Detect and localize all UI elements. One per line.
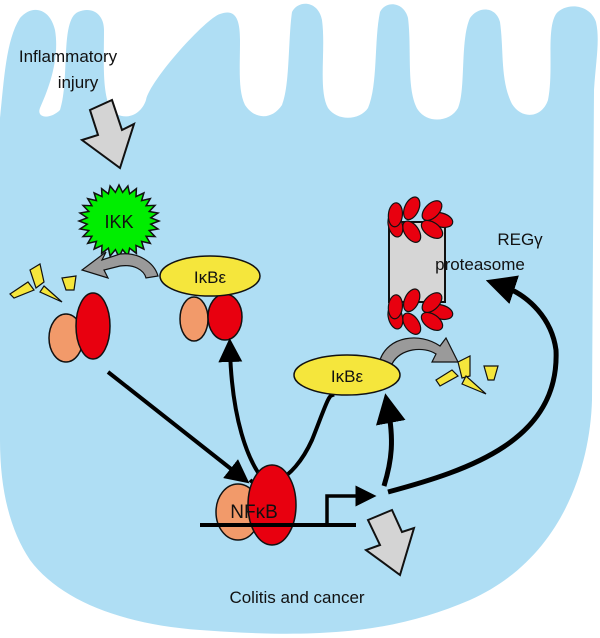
proteasome-subunit [402, 196, 421, 221]
proteasome-subunit [387, 202, 404, 228]
cell-body [0, 3, 598, 634]
proteasome-subunit [402, 288, 421, 313]
ikbe-expression-arrow [376, 393, 406, 487]
proteasome-label-line2: proteasome [435, 255, 525, 274]
ikbe-nfkb-complex-top: IκBε [159, 255, 261, 342]
proteasome-subunit [421, 292, 443, 314]
proteasome-subunit [421, 200, 443, 222]
proteasome-subunit [420, 311, 444, 331]
proteasome-subunit [420, 219, 444, 239]
proteasome-subunit [402, 312, 422, 335]
outcome-label: Colitis and cancer [229, 588, 364, 607]
regy-proteasome: REGγ proteasome [387, 196, 543, 335]
degraded-fragments-left-icon [9, 263, 77, 303]
ikk-phosphorylation-arrow-icon [80, 251, 159, 279]
ikbe-top-label: IκBε [194, 268, 227, 287]
proteasome-cap-top [387, 196, 454, 243]
regy-expression-arrow [387, 275, 559, 495]
ikbe-top-ellipse [159, 255, 261, 297]
ikbe-free: IκBε [293, 354, 401, 396]
nfkb-dimer-bound: NFκB [200, 464, 356, 546]
proteasome-degradation-arrow-icon [379, 336, 459, 365]
proteasome-subunit [387, 294, 404, 320]
proteasome-cap-bottom [387, 288, 454, 335]
stimulus-label-line1: Inflammatory [19, 47, 118, 66]
stimulus-label-line2: injury [58, 73, 99, 92]
ikbe-mid-ellipse [293, 354, 401, 396]
ikbe-binding-arrow [218, 338, 264, 480]
proteasome-label-line1: REGγ [497, 230, 543, 249]
degraded-fragments-right-icon [435, 355, 499, 395]
translocation-arrow [106, 370, 250, 484]
stimulus-arrow-icon [79, 98, 136, 170]
ikbe-mid-label: IκBε [331, 367, 364, 386]
transcription-start-arrow [325, 485, 377, 525]
nfkb-label: NFκB [230, 502, 278, 523]
ikk-starburst: IKK [76, 183, 162, 259]
outcome-arrow-icon [363, 508, 416, 577]
free-nfkb-dimer-left [48, 292, 111, 363]
proteasome-subunit [402, 220, 422, 243]
ikk-label: IKK [104, 212, 133, 232]
